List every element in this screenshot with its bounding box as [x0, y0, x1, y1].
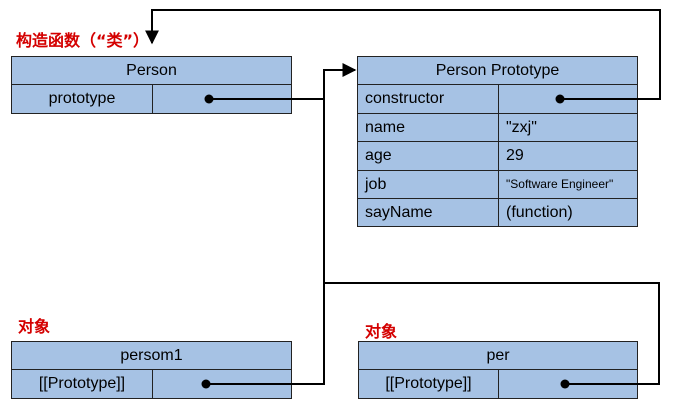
- proto-value-name: "zxj": [506, 119, 537, 136]
- object-label-right: 对象: [365, 322, 398, 341]
- person-prototype-title: Person Prototype: [358, 57, 637, 85]
- persom1-prototype-pointer: [153, 370, 291, 399]
- persom1-prototype-key: [[Prototype]]: [12, 370, 153, 399]
- proto-key-age: age: [358, 142, 499, 170]
- per-prototype-pointer: [499, 370, 637, 399]
- proto-key-constructor: constructor: [358, 85, 499, 113]
- constructor-function-label: 构造函数（“类”）: [16, 31, 150, 50]
- proto-value-constructor: [499, 85, 637, 113]
- proto-row-sayname: sayName (function): [358, 199, 637, 227]
- proto-key-sayname: sayName: [358, 199, 499, 227]
- proto-row-name: name "zxj": [358, 114, 637, 142]
- person-box-title: Person: [12, 57, 291, 85]
- object-label-left: 对象: [18, 317, 51, 336]
- persom1-box: persom1 [[Prototype]]: [11, 341, 292, 399]
- proto-value-job: "Software Engineer": [506, 177, 614, 191]
- person-prototype-row: prototype: [12, 85, 291, 114]
- person-box: Person prototype: [11, 56, 292, 114]
- proto-row-constructor: constructor: [358, 85, 637, 114]
- proto-key-name: name: [358, 114, 499, 141]
- person-prototype-key: prototype: [12, 85, 153, 114]
- per-prototype-key: [[Prototype]]: [359, 370, 499, 399]
- proto-row-job: job "Software Engineer": [358, 171, 637, 199]
- persom1-prototype-row: [[Prototype]]: [12, 370, 291, 399]
- proto-key-job: job: [358, 171, 499, 198]
- proto-row-age: age 29: [358, 142, 637, 171]
- per-title: per: [359, 342, 637, 370]
- person-prototype-box: Person Prototype constructor name "zxj" …: [357, 56, 638, 227]
- person-prototype-pointer: [153, 85, 291, 114]
- per-box: per [[Prototype]]: [358, 341, 638, 399]
- persom1-title: persom1: [12, 342, 291, 370]
- per-prototype-row: [[Prototype]]: [359, 370, 637, 399]
- proto-value-age: 29: [506, 147, 524, 164]
- proto-value-sayname: (function): [506, 204, 573, 221]
